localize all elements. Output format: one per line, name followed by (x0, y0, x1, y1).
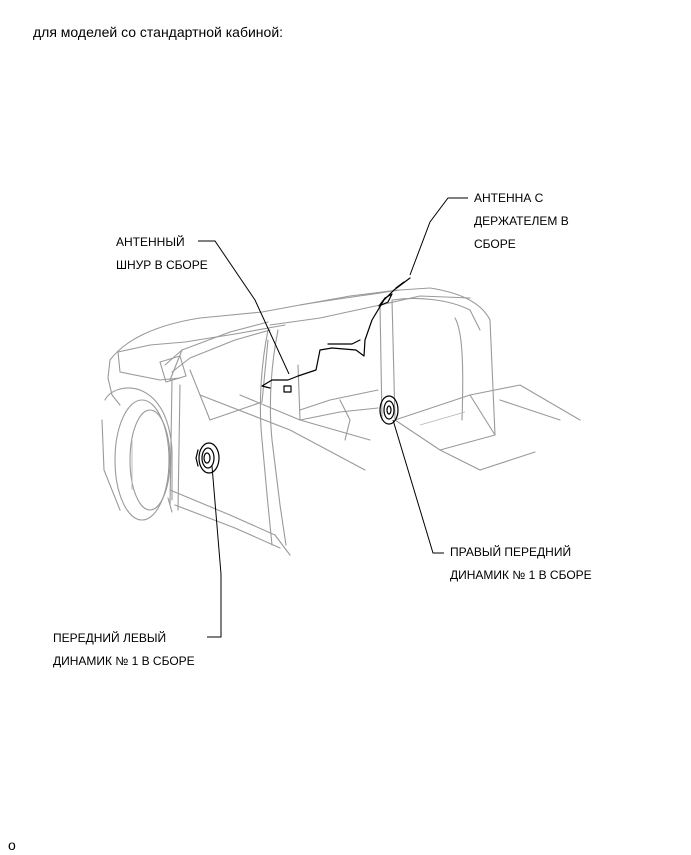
callout-antenna-cord-line-2: ШНУР В СБОРЕ (116, 258, 208, 272)
callout-right-speaker: ПРАВЫЙ ПЕРЕДНИЙ ДИНАМИК № 1 В СБОРЕ (450, 541, 592, 587)
callout-antenna-cord: АНТЕННЫЙ ШНУР В СБОРЕ (116, 231, 208, 277)
leader-right-speaker (392, 419, 444, 554)
left-front-speaker (195, 442, 220, 474)
callout-left-speaker-line-1: ПЕРЕДНИЙ ЛЕВЫЙ (53, 631, 167, 645)
truck-body-outline (101, 287, 581, 556)
callout-right-speaker-line-2: ДИНАМИК № 1 В СБОРЕ (450, 568, 592, 582)
leader-antenna-cord (198, 240, 290, 375)
callout-antenna-holder-line-2: ДЕРЖАТЕЛЕМ В (474, 214, 569, 228)
callout-antenna-holder: АНТЕННА С ДЕРЖАТЕЛЕМ В СБОРЕ (474, 187, 569, 256)
callout-left-speaker: ПЕРЕДНИЙ ЛЕВЫЙ ДИНАМИК № 1 В СБОРЕ (53, 627, 195, 673)
page-heading: для моделей со стандартной кабиной: (33, 24, 284, 40)
leader-left-speaker (207, 465, 222, 638)
footer-mark: o (8, 837, 16, 853)
leader-lines (198, 197, 468, 638)
callout-right-speaker-line-1: ПРАВЫЙ ПЕРЕДНИЙ (450, 545, 572, 559)
callout-antenna-holder-line-1: АНТЕННА С (474, 191, 544, 205)
leader-antenna-holder (409, 197, 468, 276)
callout-antenna-cord-line-1: АНТЕННЫЙ (116, 235, 185, 249)
callout-left-speaker-line-2: ДИНАМИК № 1 В СБОРЕ (53, 654, 195, 668)
antenna-mast (364, 277, 411, 341)
antenna-cord (261, 339, 366, 393)
right-front-speaker (379, 395, 399, 425)
callout-antenna-holder-line-3: СБОРЕ (474, 237, 516, 251)
